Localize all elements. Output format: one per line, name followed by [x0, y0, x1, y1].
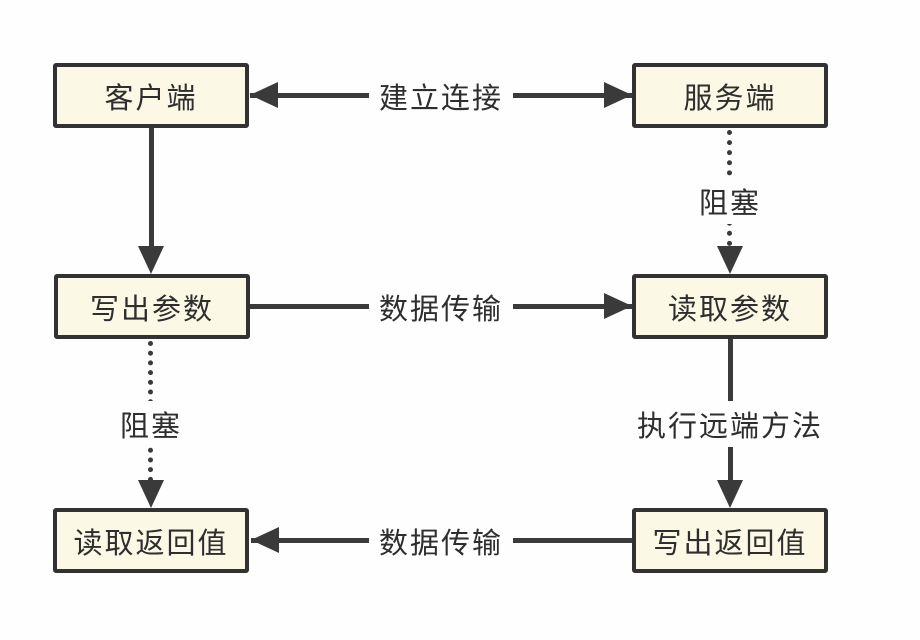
arrowhead-down-icon	[138, 480, 164, 508]
node-read-return-value-label: 读取返回值	[73, 527, 229, 560]
node-server-label: 服务端	[683, 82, 777, 115]
arrowhead-right-icon	[604, 82, 632, 108]
arrowhead-right-icon	[604, 293, 632, 319]
node-read-params: 读取参数	[632, 274, 828, 339]
arrowhead-left-icon	[250, 82, 278, 108]
arrowhead-down-icon	[717, 246, 743, 274]
edge-params-transfer-label: 数据传输	[368, 284, 514, 330]
node-client: 客户端	[53, 63, 249, 128]
edge-client-to-write-params-line	[149, 128, 154, 252]
edge-execute-remote-method-label: 执行远端方法	[626, 401, 834, 447]
node-read-return-value: 读取返回值	[53, 508, 249, 573]
node-write-return-value-label: 写出返回值	[652, 527, 808, 560]
node-write-params-label: 写出参数	[89, 293, 214, 326]
edge-client-block-label: 阻塞	[109, 401, 193, 447]
edge-return-transfer-label: 数据传输	[368, 518, 514, 564]
arrowhead-down-icon	[717, 480, 743, 508]
node-client-label: 客户端	[104, 82, 198, 115]
edge-establish-connection-label: 建立连接	[368, 73, 514, 119]
node-read-params-label: 读取参数	[667, 293, 792, 326]
node-server: 服务端	[632, 63, 828, 128]
node-write-params: 写出参数	[54, 274, 250, 339]
edge-server-block-label: 阻塞	[688, 178, 772, 224]
arrowhead-left-icon	[251, 527, 279, 553]
arrowhead-down-icon	[138, 246, 164, 274]
node-write-return-value: 写出返回值	[632, 508, 828, 573]
